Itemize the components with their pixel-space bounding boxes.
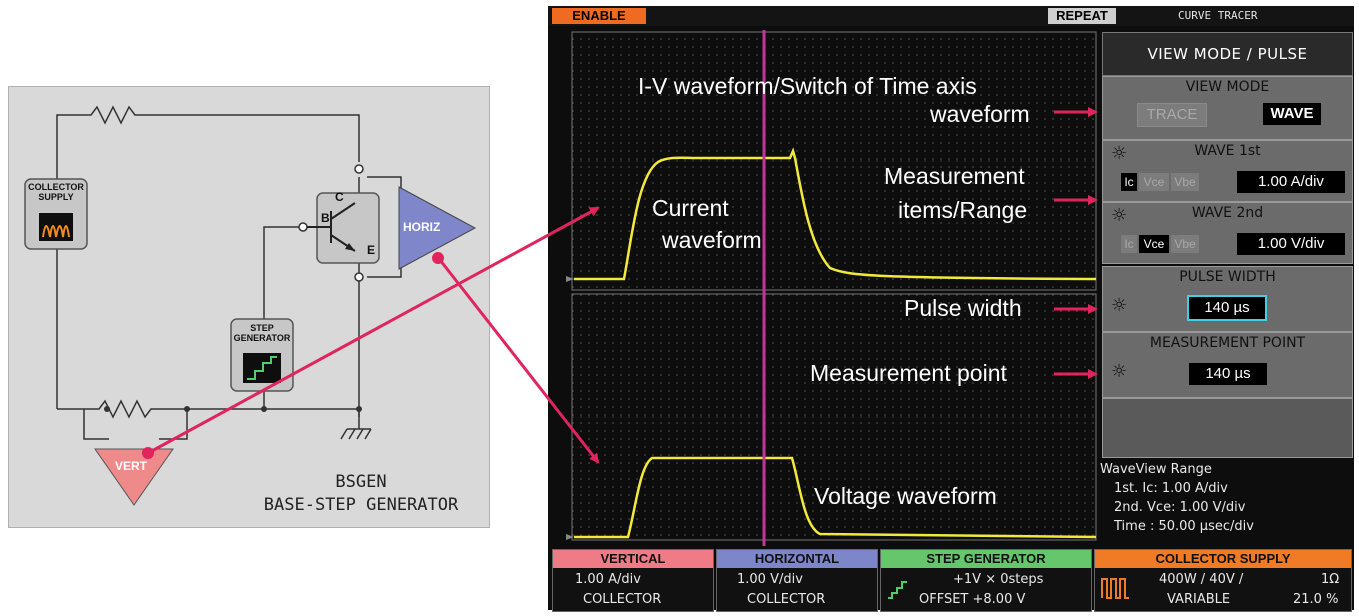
horizontal-range: 1.00 V/div — [737, 572, 803, 587]
step-generator-tab-title: STEP GENERATOR — [881, 550, 1091, 568]
annotation-meas-line2: items/Range — [898, 197, 1028, 223]
repeat-badge[interactable]: REPEAT — [1048, 8, 1116, 24]
collector-resistance: 1Ω — [1321, 572, 1340, 587]
annotation-iv-line1: I-V waveform/Switch of Time axis — [638, 73, 977, 99]
step-generator-tab[interactable]: STEP GENERATOR +1V × 0steps OFFSET +8.00… — [880, 549, 1092, 612]
wave1-vbe-option[interactable]: Vbe — [1171, 173, 1199, 191]
wave1-range-value[interactable]: 1.00 A/div — [1237, 171, 1345, 193]
measurement-point-knob-icon[interactable]: ☼ — [1111, 361, 1128, 382]
collector-percent: 21.0 % — [1293, 592, 1339, 607]
annotation-voltage: Voltage waveform — [814, 483, 997, 509]
annotation-current-line2: waveform — [662, 227, 762, 253]
collector-supply-label: COLLECTOR SUPPLY — [28, 182, 84, 202]
wave2-vce-option[interactable]: Vce — [1139, 235, 1169, 253]
current-waveform-trace — [574, 147, 1097, 281]
mode-title: CURVE TRACER — [1178, 9, 1258, 22]
enable-badge[interactable]: ENABLE — [552, 8, 646, 24]
waveview-range-info: WaveView Range 1st. Ic: 1.00 A/div 2nd. … — [1100, 460, 1254, 536]
step-generator-label: STEP GENERATOR — [233, 323, 291, 343]
annotation-current-line1: Current — [652, 195, 729, 221]
wave2-range-value[interactable]: 1.00 V/div — [1237, 233, 1345, 255]
horizontal-tab[interactable]: HORIZONTAL 1.00 V/div COLLECTOR — [716, 549, 878, 612]
bsgen-line1: BSGEN — [335, 472, 387, 492]
empty-menu-slot — [1102, 398, 1353, 458]
pulse-width-title: PULSE WIDTH — [1179, 269, 1276, 285]
base-pin-label: B — [321, 211, 330, 225]
wave2-adjust-knob-icon[interactable]: ☼ — [1111, 205, 1128, 226]
wave1-adjust-knob-icon[interactable]: ☼ — [1111, 143, 1128, 164]
wave1-ic-option[interactable]: Ic — [1121, 173, 1137, 191]
measurement-point-value[interactable]: 140 µs — [1189, 363, 1267, 385]
annotation-measurement-point: Measurement point — [810, 360, 1007, 386]
vert-label: VERT — [115, 459, 148, 473]
emitter-pin-label: E — [367, 243, 376, 257]
collector-supply-tab-title: COLLECTOR SUPPLY — [1095, 550, 1351, 568]
trace-button[interactable]: TRACE — [1137, 103, 1207, 127]
annotation-pulse-width: Pulse width — [904, 295, 1022, 321]
wave-1st-panel[interactable]: ☼ WAVE 1st Ic Vce Vbe 1.00 A/div — [1102, 140, 1353, 202]
horizontal-tab-title: HORIZONTAL — [717, 550, 877, 568]
waveview-line4: Time : 50.00 µsec/div — [1114, 519, 1254, 534]
pulse-width-value[interactable]: 140 µs — [1187, 295, 1267, 321]
collector-power: 400W / 40V / — [1159, 572, 1244, 587]
collector-pin-label: C — [335, 190, 344, 204]
vertical-source: COLLECTOR — [583, 592, 662, 607]
annotation-iv-line2: waveform — [930, 101, 1030, 127]
horizontal-source: COLLECTOR — [747, 592, 826, 607]
horiz-label: HORIZ — [403, 220, 441, 234]
view-mode-title: VIEW MODE — [1185, 79, 1270, 95]
menu-header[interactable]: VIEW MODE / PULSE — [1102, 32, 1353, 76]
pulse-train-icon — [1101, 578, 1129, 599]
waveview-line1: WaveView Range — [1100, 462, 1212, 477]
wave1-title: WAVE 1st — [1194, 143, 1261, 159]
measurement-point-panel[interactable]: MEASUREMENT POINT ☼ 140 µs — [1102, 332, 1353, 398]
pulse-width-panel[interactable]: PULSE WIDTH ☼ 140 µs — [1102, 266, 1353, 332]
bsgen-title: BSGEN BASE-STEP GENERATOR — [241, 471, 481, 517]
wave1-vce-option[interactable]: Vce — [1139, 173, 1169, 191]
waveform-display — [566, 30, 1097, 546]
voltage-waveform-trace — [574, 456, 1097, 539]
bsgen-line2: BASE-STEP GENERATOR — [263, 495, 459, 515]
step-amplitude: +1V × 0steps — [953, 572, 1044, 587]
wave-button[interactable]: WAVE — [1263, 103, 1321, 125]
schematic-panel: COLLECTOR SUPPLY STEP GENERATOR C B E HO… — [8, 86, 490, 528]
vertical-tab-title: VERTICAL — [553, 550, 713, 568]
collector-supply-tab[interactable]: COLLECTOR SUPPLY 400W / 40V / 1Ω VARIABL… — [1094, 549, 1352, 612]
vertical-range: 1.00 A/div — [575, 572, 641, 587]
wave2-vbe-option[interactable]: Vbe — [1171, 235, 1199, 253]
schematic-wiring — [24, 105, 477, 506]
wave-2nd-panel[interactable]: ☼ WAVE 2nd Ic Vce Vbe 1.00 V/div — [1102, 202, 1353, 264]
step-staircase-icon — [888, 581, 907, 599]
view-mode-panel[interactable]: VIEW MODE TRACE WAVE — [1102, 76, 1353, 140]
wave2-title: WAVE 2nd — [1191, 205, 1264, 221]
annotation-meas-line1: Measurement — [884, 163, 1025, 189]
measurement-point-title: MEASUREMENT POINT — [1149, 335, 1306, 351]
pulse-width-knob-icon[interactable]: ☼ — [1111, 295, 1128, 316]
step-offset: OFFSET +8.00 V — [919, 592, 1026, 607]
waveview-line2: 1st. Ic: 1.00 A/div — [1114, 481, 1228, 496]
collector-mode: VARIABLE — [1167, 592, 1231, 607]
vert-marker-dot — [142, 447, 154, 459]
wave2-ic-option[interactable]: Ic — [1121, 235, 1137, 253]
top-status-bar: ENABLE REPEAT CURVE TRACER — [548, 6, 1354, 26]
oscilloscope-screen: ENABLE REPEAT CURVE TRACER VIEW MODE / P… — [548, 6, 1354, 612]
waveview-line3: 2nd. Vce: 1.00 V/div — [1114, 500, 1246, 515]
horiz-marker-dot — [432, 252, 444, 264]
vertical-tab[interactable]: VERTICAL 1.00 A/div COLLECTOR — [552, 549, 714, 612]
